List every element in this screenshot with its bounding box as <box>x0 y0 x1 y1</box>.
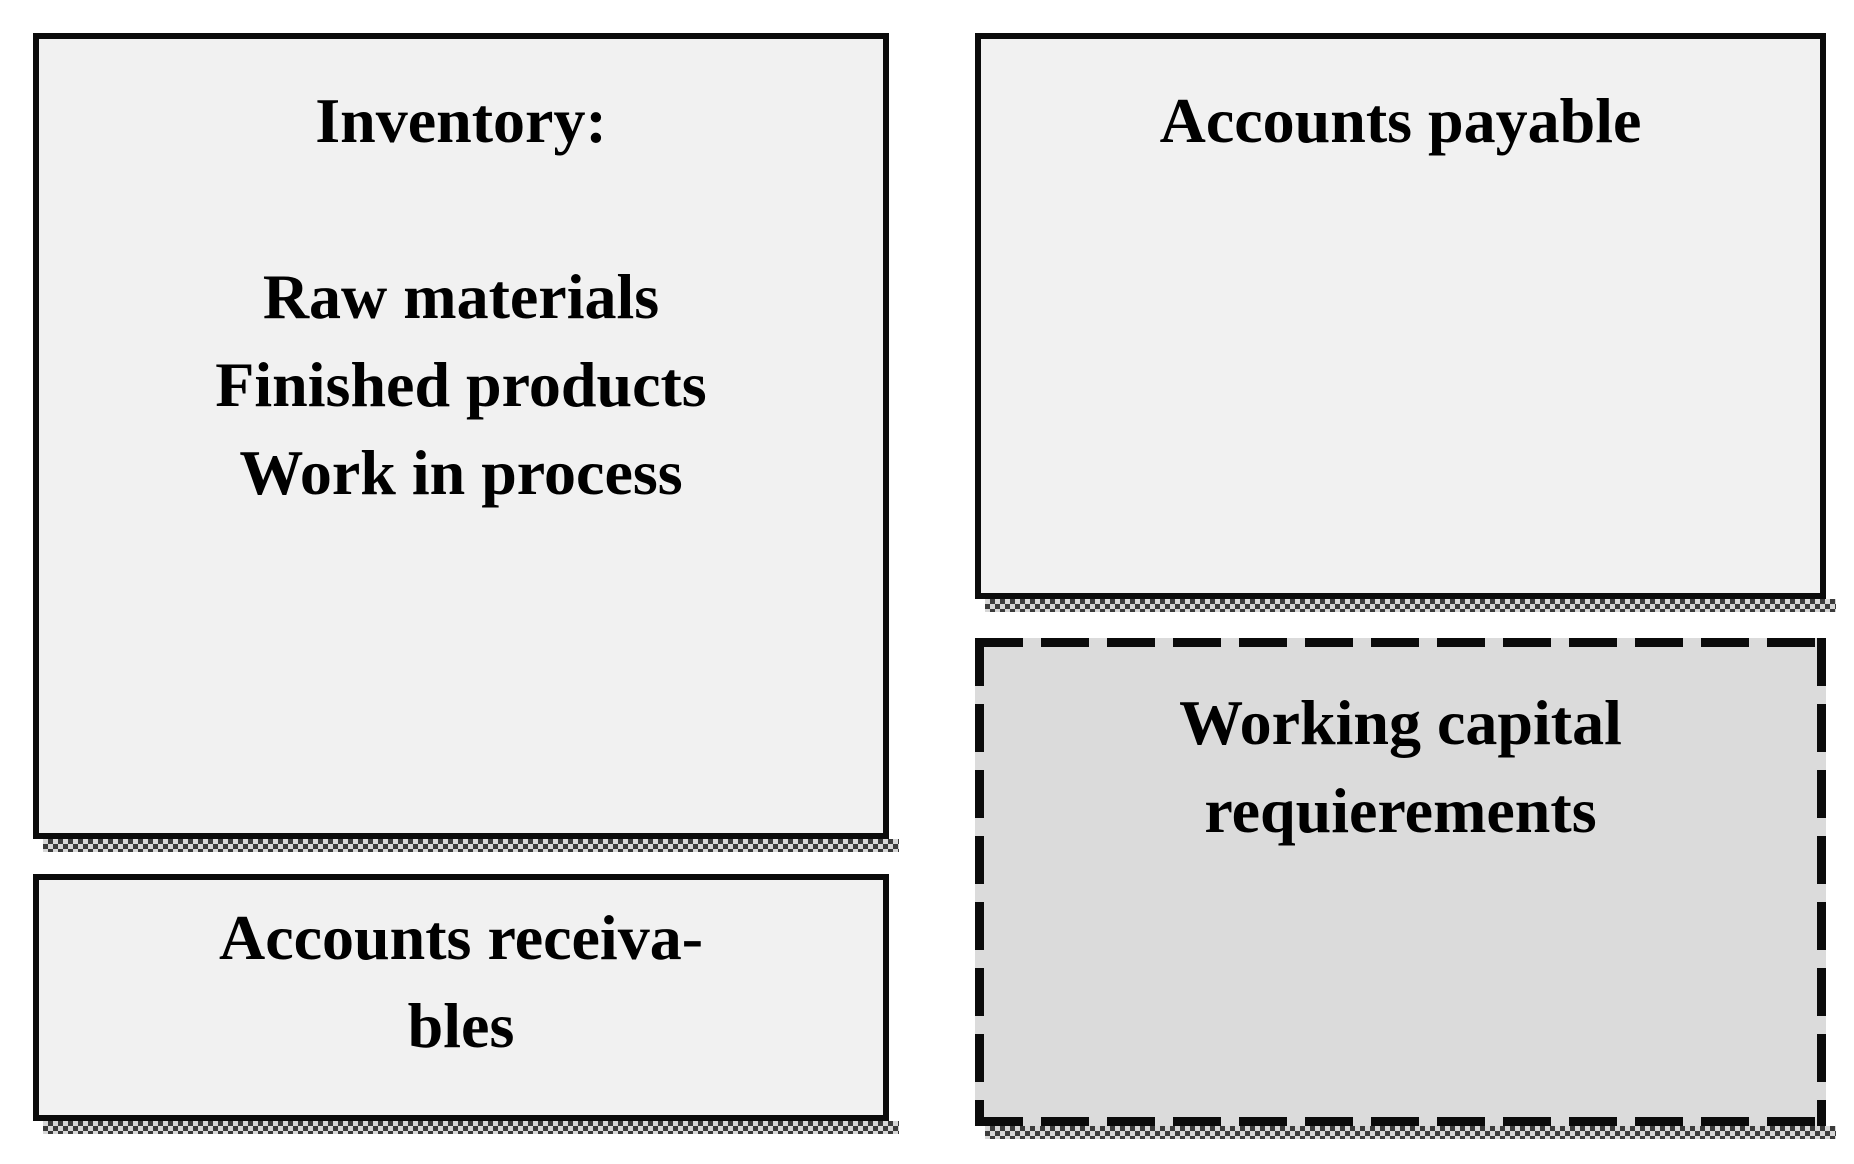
accounts-payable-box: Accounts payable <box>975 33 1826 599</box>
dashed-border-bottom <box>975 1117 1826 1126</box>
accounts-receivables-box-shadow <box>43 1121 899 1134</box>
inventory-item-work-in-process: Work in process <box>239 437 683 508</box>
working-capital-line-1: Working capital <box>1179 687 1622 758</box>
working-capital-box-shadow <box>985 1126 1836 1139</box>
inventory-box: Inventory: Raw materials Finished produc… <box>33 33 889 839</box>
accounts-receivables-line-2: bles <box>407 990 515 1061</box>
working-capital-box: Working capital requierements <box>975 638 1826 1126</box>
accounts-payable-box-shadow <box>985 599 1836 612</box>
inventory-spacer <box>39 165 883 253</box>
inventory-title: Inventory: <box>315 85 607 156</box>
inventory-item-raw-materials: Raw materials <box>262 261 660 332</box>
working-capital-line-2: requierements <box>1204 775 1597 846</box>
accounts-receivables-box: Accounts receiva- bles <box>33 874 889 1121</box>
inventory-box-shadow <box>43 839 899 852</box>
accounts-receivables-line-1: Accounts receiva- <box>219 902 703 973</box>
dashed-border-top <box>975 638 1826 647</box>
accounts-payable-title: Accounts payable <box>1159 85 1642 156</box>
inventory-item-finished-products: Finished products <box>215 349 707 420</box>
